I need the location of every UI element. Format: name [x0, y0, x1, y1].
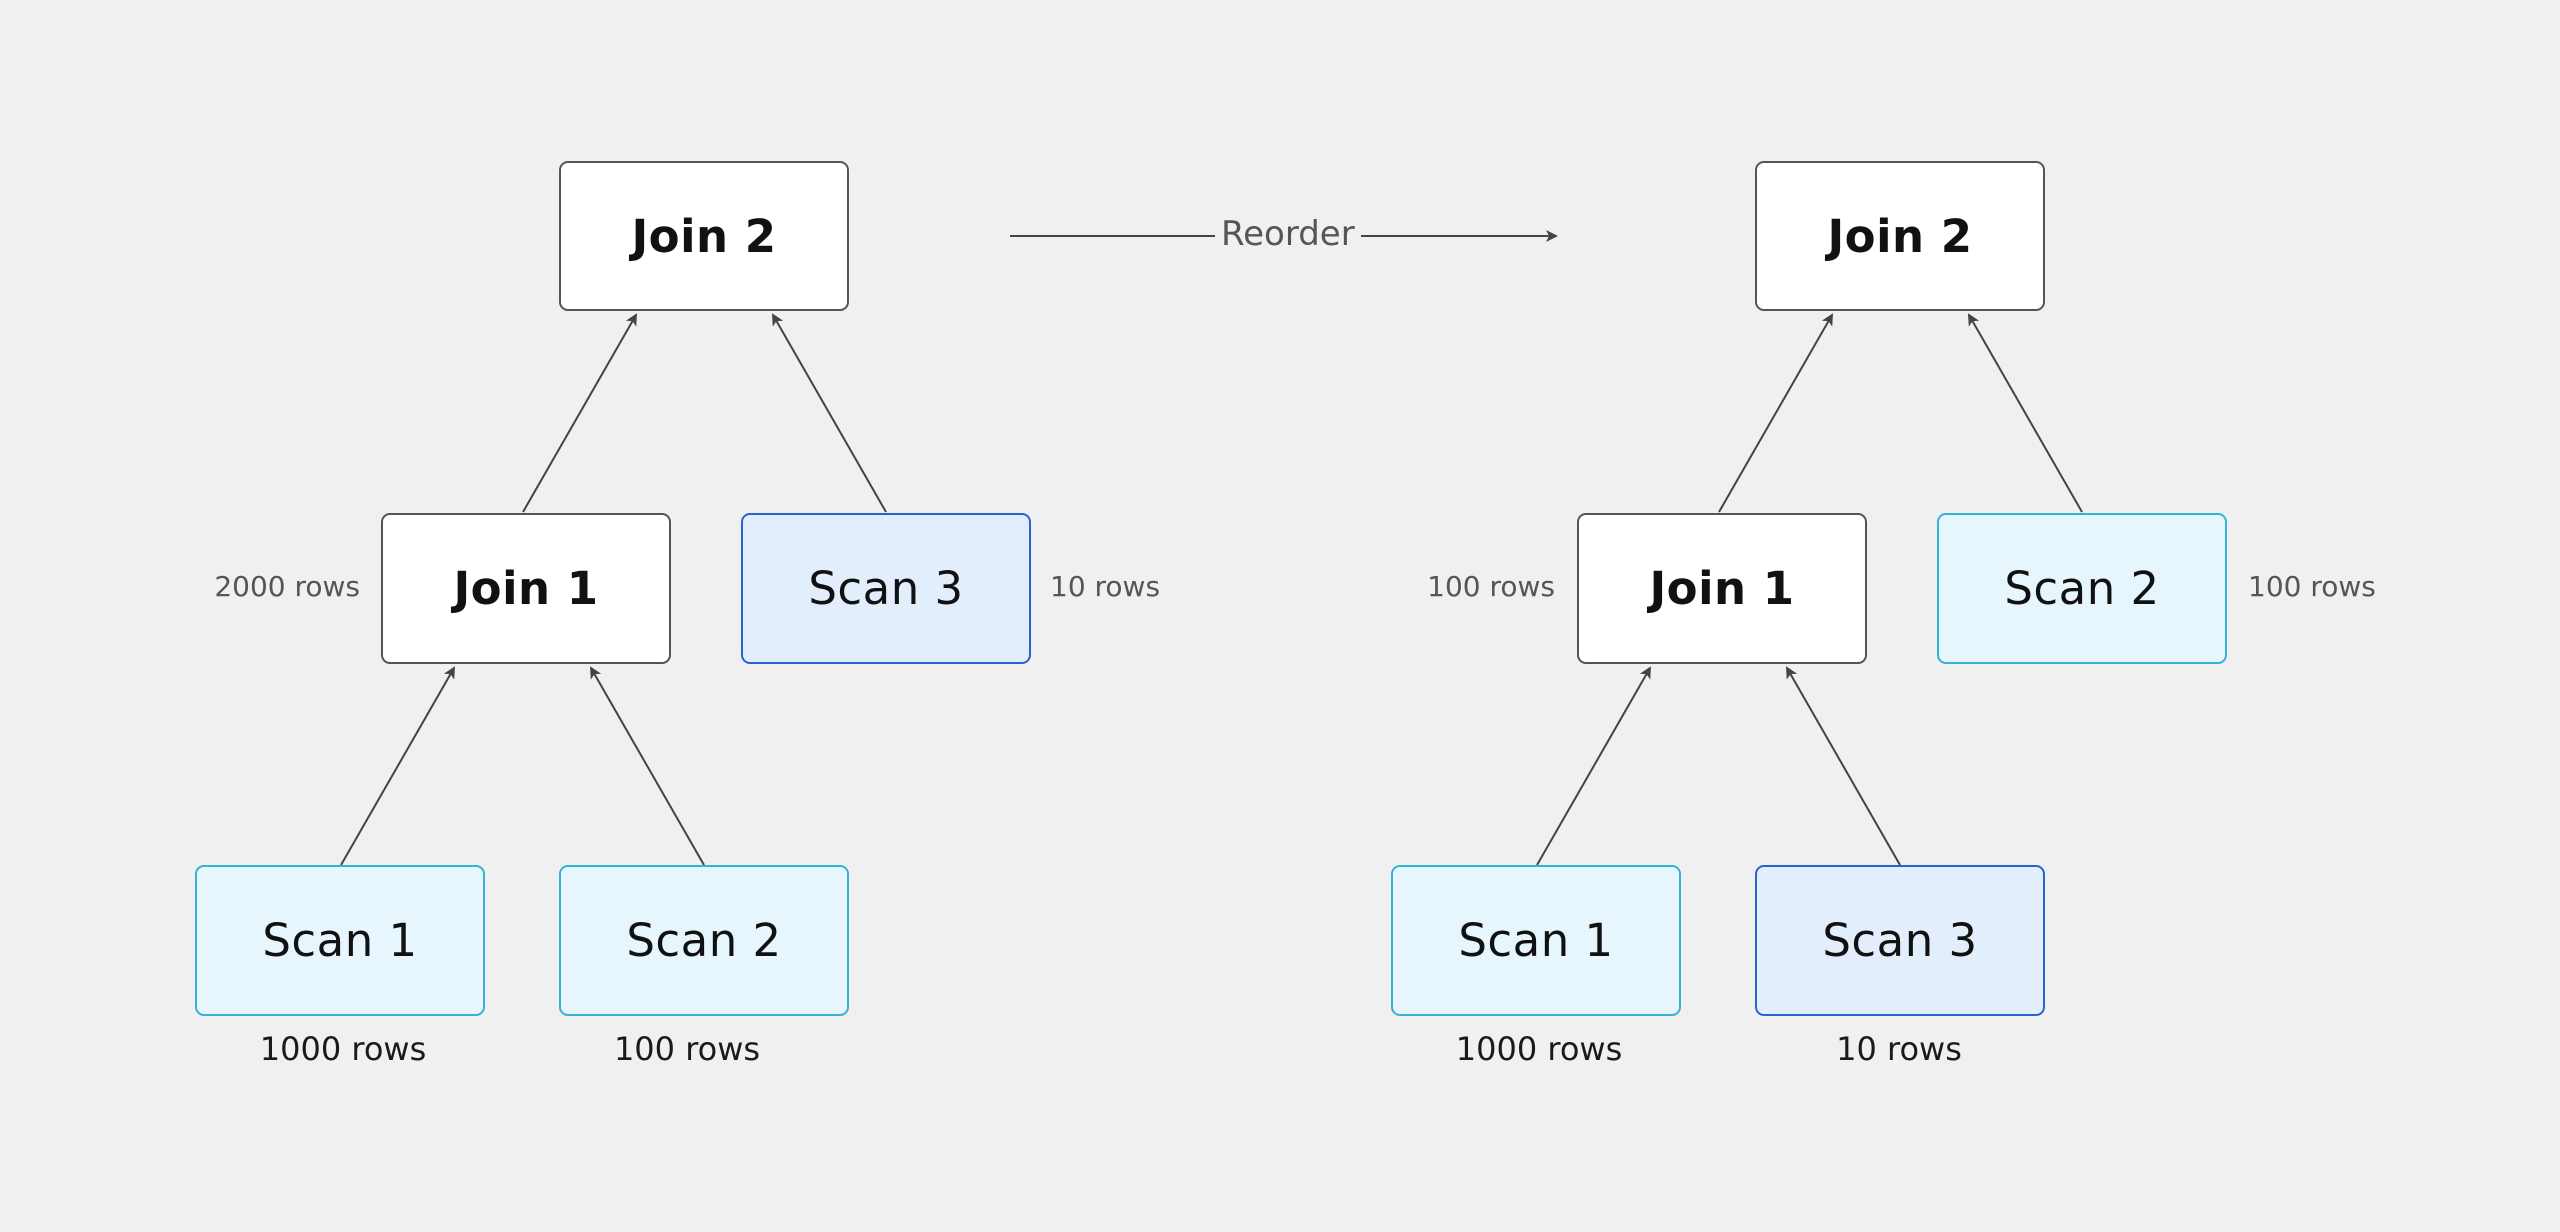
edge-after-scan1-to-join1	[1536, 666, 1651, 866]
edge-after-scan2-to-join2	[1968, 313, 2083, 513]
before-scan1-node: Scan 1	[195, 865, 485, 1016]
before-scan3-node: Scan 3	[741, 513, 1031, 664]
after-scan2-rows: 100 rows	[2248, 570, 2376, 603]
after-join1-rows: 100 rows	[1427, 570, 1555, 603]
after-scan1-rows: 1000 rows	[1455, 1030, 1623, 1068]
before-join2-node: Join 2	[559, 161, 849, 311]
reorder-label: Reorder	[1215, 214, 1361, 254]
edge-before-scan3-to-join2	[772, 313, 887, 513]
before-scan2-node: Scan 2	[559, 865, 849, 1016]
before-join1-rows: 2000 rows	[214, 570, 360, 603]
edge-before-scan2-to-join1	[590, 666, 705, 866]
before-scan3-rows: 10 rows	[1050, 570, 1161, 603]
after-join1-node: Join 1	[1577, 513, 1867, 664]
before-join1-node: Join 1	[381, 513, 671, 664]
edge-before-join1-to-join2	[522, 313, 637, 513]
after-scan3-node: Scan 3	[1755, 865, 2045, 1016]
after-scan2-node: Scan 2	[1937, 513, 2227, 664]
edge-after-join1-to-join2	[1718, 313, 1833, 513]
after-scan3-rows: 10 rows	[1836, 1030, 1962, 1068]
after-join2-node: Join 2	[1755, 161, 2045, 311]
edge-after-scan3-to-join1	[1786, 666, 1901, 866]
before-scan2-rows: 100 rows	[613, 1030, 761, 1068]
after-scan1-node: Scan 1	[1391, 865, 1681, 1016]
before-scan1-rows: 1000 rows	[259, 1030, 427, 1068]
edge-before-scan1-to-join1	[340, 666, 455, 866]
